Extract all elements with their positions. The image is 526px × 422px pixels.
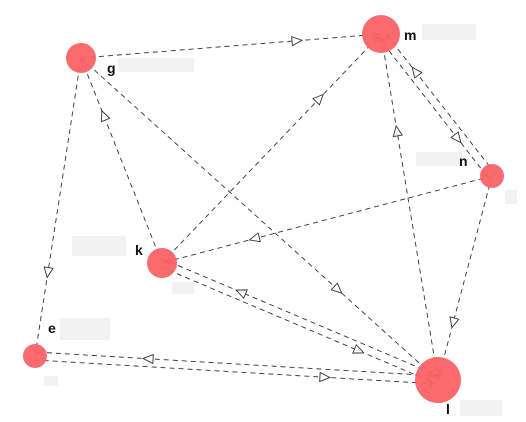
edge-line: [35, 351, 439, 377]
label-background-e: [60, 318, 110, 340]
node-k[interactable]: [147, 248, 177, 278]
arrow-head: [449, 316, 460, 329]
arrow-head: [450, 131, 462, 144]
edge-l-k: [163, 258, 440, 377]
node-l[interactable]: [415, 357, 461, 403]
label-background-k: [72, 236, 126, 256]
node-g[interactable]: [66, 43, 96, 73]
edge-line: [437, 175, 493, 381]
nodes-layer: [23, 15, 504, 403]
arrow-head: [248, 232, 261, 243]
edge-line: [34, 57, 82, 357]
label-background-e-2: [44, 376, 58, 386]
node-m[interactable]: [362, 15, 400, 53]
arrow-head: [392, 124, 403, 138]
arrow-head: [43, 266, 54, 279]
edge-line: [34, 359, 438, 385]
arrow-head: [235, 289, 248, 299]
arrow-head: [312, 93, 324, 106]
edge-line: [383, 31, 496, 174]
edge-line: [163, 258, 440, 377]
node-n[interactable]: [480, 164, 504, 188]
edge-line: [377, 36, 490, 179]
edge-l-m: [379, 33, 439, 381]
label-background-k-2: [172, 282, 194, 294]
edges-layer: [32, 31, 496, 387]
edge-k-l: [160, 266, 437, 385]
labels-layer: g m n k e l: [48, 27, 468, 417]
edge-line: [160, 266, 437, 385]
label-background-l: [460, 400, 502, 416]
label-backgrounds: [44, 24, 517, 416]
node-label-n: n: [459, 153, 468, 169]
arrow-head: [291, 35, 304, 47]
label-background-m: [422, 24, 476, 40]
edge-n-l: [437, 175, 493, 381]
arrow-head: [319, 371, 332, 383]
arrow-head: [100, 109, 111, 123]
node-label-e: e: [48, 320, 56, 336]
edge-line: [80, 33, 382, 59]
arrow-head: [330, 282, 343, 294]
edge-g-m: [80, 31, 382, 59]
edge-line: [380, 33, 439, 381]
edge-line: [80, 57, 163, 264]
label-background-n: [416, 152, 462, 166]
edge-k-m: [161, 33, 382, 264]
arrow-head: [352, 344, 365, 354]
node-e[interactable]: [23, 344, 47, 368]
node-label-k: k: [135, 242, 143, 258]
node-label-g: g: [107, 60, 116, 76]
edge-line: [161, 33, 382, 264]
label-background-g: [118, 58, 194, 72]
edge-line: [80, 57, 439, 381]
label-background-n-2: [505, 190, 517, 204]
edge-k-g: [80, 57, 163, 264]
node-label-l: l: [446, 401, 450, 417]
node-label-m: m: [404, 27, 416, 43]
edge-line: [161, 175, 493, 264]
arrow-head: [411, 66, 423, 79]
edge-n-k: [161, 175, 493, 265]
edge-g-e: [32, 57, 82, 357]
edge-g-l: [80, 57, 439, 381]
arrow-head: [141, 353, 154, 365]
